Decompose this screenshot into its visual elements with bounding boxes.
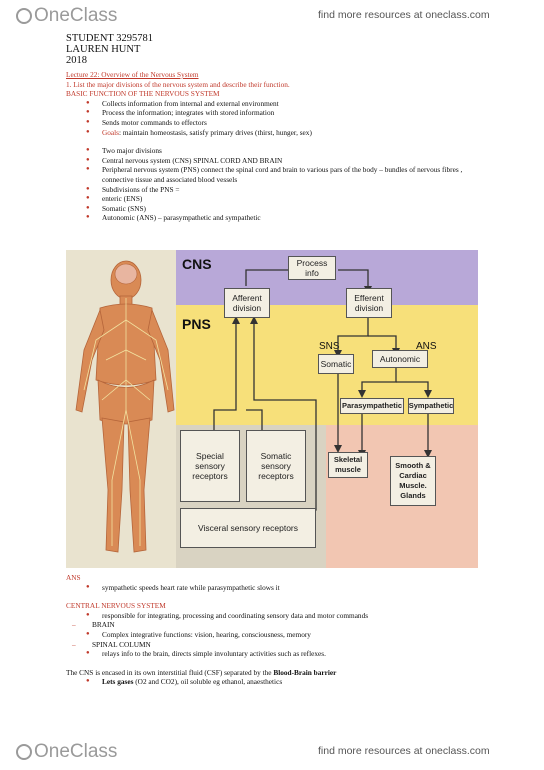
autonomic-box: Autonomic — [372, 350, 428, 368]
list-item: Sends motor commands to effectors — [66, 118, 486, 128]
goals-label: Goals — [102, 127, 120, 137]
list-item: Autonomic (ANS) – parasympathetic and sy… — [66, 213, 486, 223]
list-item: Peripheral nervous system (PNS) connect … — [66, 165, 486, 184]
afferent-box: Afferent division — [224, 288, 270, 318]
list-item: Collects information from internal and e… — [66, 99, 486, 109]
lecture-title: Lecture 22: Overview of the Nervous Syst… — [66, 70, 199, 79]
sns-label: SNS — [319, 341, 340, 352]
ans-heading: ANS — [66, 573, 81, 582]
csf-text: The CNS is encased in its own interstiti… — [66, 667, 274, 677]
brain-list: Complex integrative functions: vision, h… — [66, 630, 486, 640]
ans-label: ANS — [416, 341, 437, 352]
logo-ring-icon — [16, 744, 32, 760]
student-name: LAUREN HUNT — [66, 44, 141, 55]
csf-line: The CNS is encased in its own interstiti… — [66, 668, 486, 678]
spinal-list: relays info to the brain, directs simple… — [66, 649, 486, 659]
cns-list: responsible for integrating, processing … — [66, 611, 486, 621]
logo-text: OneClass — [34, 741, 118, 762]
list-item: Complex integrative functions: vision, h… — [66, 630, 486, 640]
list-item: Somatic (SNS) — [66, 204, 486, 214]
objective: 1. List the major divisions of the nervo… — [66, 79, 290, 89]
bbb-list: Lets gases (O2 and CO2), oil soluble eg … — [66, 677, 486, 687]
logo-text: OneClass — [34, 5, 118, 26]
list-item: Goals: maintain homeostasis, satisfy pri… — [66, 128, 486, 138]
list-item: enteric (ENS) — [66, 194, 486, 204]
sympathetic-box: Sympathetic — [408, 398, 454, 414]
lets-gases-text: (O2 and CO2), oil soluble eg ethanol, an… — [133, 677, 283, 687]
list-item: Lets gases (O2 and CO2), oil soluble eg … — [66, 677, 486, 687]
nervous-system-figure: CNS PNS SNS ANS — [66, 250, 478, 568]
efferent-box: Efferent division — [346, 288, 392, 318]
list-item: responsible for integrating, processing … — [66, 611, 486, 621]
process-info-box: Process info — [288, 256, 336, 280]
divisions-list: Two major divisions Central nervous syst… — [66, 146, 486, 223]
list-item: Central nervous system (CNS) SPINAL CORD… — [66, 156, 486, 166]
find-more-link[interactable]: find more resources at oneclass.com — [318, 9, 490, 21]
logo-ring-icon — [16, 8, 32, 24]
somatic-box: Somatic — [318, 354, 354, 374]
lets-gases-label: Lets gases — [102, 677, 134, 687]
student-id: STUDENT 3295781 — [66, 33, 154, 44]
list-item: sympathetic speeds heart rate while para… — [66, 583, 486, 593]
list-item: Two major divisions — [66, 146, 486, 156]
ans-list: sympathetic speeds heart rate while para… — [66, 583, 486, 593]
special-sensory-box: Special sensory receptors — [180, 430, 240, 502]
cns-label: CNS — [182, 256, 212, 272]
smooth-cardiac-box: Smooth & Cardiac Muscle. Glands — [390, 456, 436, 506]
find-more-link-footer[interactable]: find more resources at oneclass.com — [318, 745, 490, 757]
oneclass-logo-footer[interactable]: OneClass — [16, 741, 117, 763]
section-heading: BASIC FUNCTION OF THE NERVOUS SYSTEM — [66, 89, 220, 99]
brain-heading: –BRAIN — [72, 620, 115, 630]
list-item: Subdivisions of the PNS = — [66, 185, 486, 195]
list-item: Process the information; integrates with… — [66, 108, 486, 118]
pns-label: PNS — [182, 316, 211, 332]
list-item: relays info to the brain, directs simple… — [66, 649, 486, 659]
lecture-notes-top: Lecture 22: Overview of the Nervous Syst… — [66, 70, 486, 223]
parasympathetic-box: Parasympathetic — [340, 398, 404, 414]
spinal-label: SPINAL COLUMN — [92, 639, 151, 649]
skeletal-muscle-box: Skeletal muscle — [328, 452, 368, 478]
oneclass-logo[interactable]: OneClass — [16, 5, 117, 27]
brain-label: BRAIN — [92, 620, 115, 630]
lecture-notes-bottom: ANS sympathetic speeds heart rate while … — [66, 573, 486, 687]
human-body-illustration — [66, 250, 176, 568]
bbb-term: Blood-Brain barrier — [273, 667, 337, 677]
year: 2018 — [66, 55, 87, 66]
cns-heading: CENTRAL NERVOUS SYSTEM — [66, 601, 166, 611]
spinal-heading: –SPINAL COLUMN — [72, 639, 151, 649]
somatic-sensory-box: Somatic sensory receptors — [246, 430, 306, 502]
goals-text: : maintain homeostasis, satisfy primary … — [119, 127, 312, 137]
visceral-sensory-box: Visceral sensory receptors — [180, 508, 316, 548]
basic-function-list: Collects information from internal and e… — [66, 99, 486, 137]
